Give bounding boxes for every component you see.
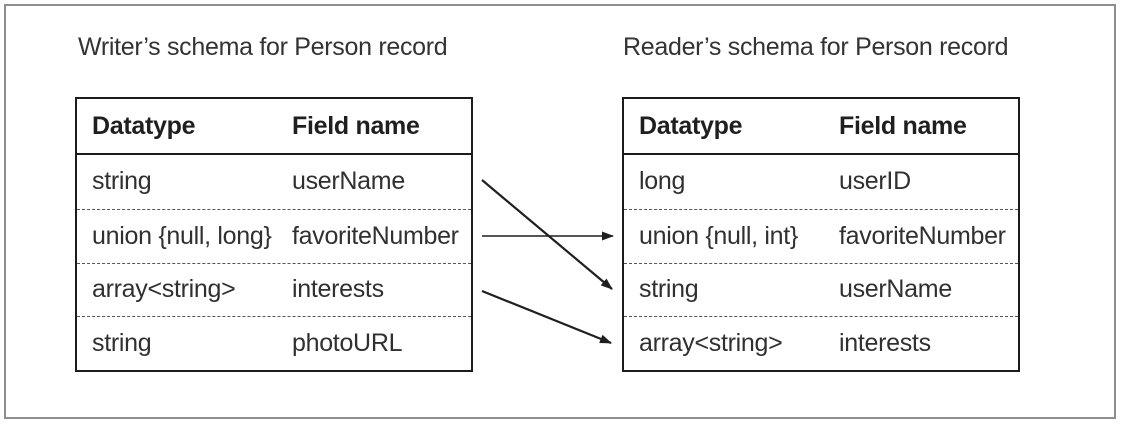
cell-datatype: array<string> bbox=[639, 329, 783, 358]
cell-datatype: union {null, int} bbox=[639, 221, 798, 250]
writer-table-header: Datatype Field name bbox=[77, 99, 471, 155]
table-row: long userID bbox=[624, 155, 1018, 209]
cell-field-name: interests bbox=[839, 329, 931, 358]
table-row: union {null, long} favoriteNumber bbox=[77, 208, 471, 263]
table-row: string userName bbox=[624, 262, 1018, 317]
table-row: string userName bbox=[77, 155, 471, 209]
table-row: string photoURL bbox=[77, 316, 471, 370]
outer-frame bbox=[4, 4, 1116, 419]
table-row: array<string> interests bbox=[624, 316, 1018, 370]
reader-schema-table: Datatype Field name long userID union {n… bbox=[622, 97, 1020, 372]
cell-field-name: userName bbox=[839, 275, 952, 304]
column-header-field-name: Field name bbox=[292, 111, 420, 140]
table-row: union {null, int} favoriteNumber bbox=[624, 208, 1018, 263]
column-header-datatype: Datatype bbox=[92, 111, 196, 140]
cell-datatype: string bbox=[92, 329, 152, 358]
column-header-field-name: Field name bbox=[839, 111, 967, 140]
cell-datatype: long bbox=[639, 167, 686, 196]
reader-schema-title: Reader’s schema for Person record bbox=[623, 33, 1009, 61]
cell-field-name: photoURL bbox=[292, 329, 403, 358]
cell-field-name: userName bbox=[292, 167, 405, 196]
cell-field-name: userID bbox=[839, 167, 911, 196]
writer-schema-table: Datatype Field name string userName unio… bbox=[75, 97, 473, 372]
cell-field-name: favoriteNumber bbox=[839, 221, 1006, 250]
column-header-datatype: Datatype bbox=[639, 111, 743, 140]
table-row: array<string> interests bbox=[77, 262, 471, 317]
writer-schema-title: Writer’s schema for Person record bbox=[78, 33, 448, 61]
cell-datatype: array<string> bbox=[92, 275, 236, 304]
cell-field-name: favoriteNumber bbox=[292, 221, 459, 250]
cell-datatype: string bbox=[92, 167, 152, 196]
cell-field-name: interests bbox=[292, 275, 384, 304]
reader-table-header: Datatype Field name bbox=[624, 99, 1018, 155]
cell-datatype: union {null, long} bbox=[92, 221, 272, 250]
cell-datatype: string bbox=[639, 275, 699, 304]
